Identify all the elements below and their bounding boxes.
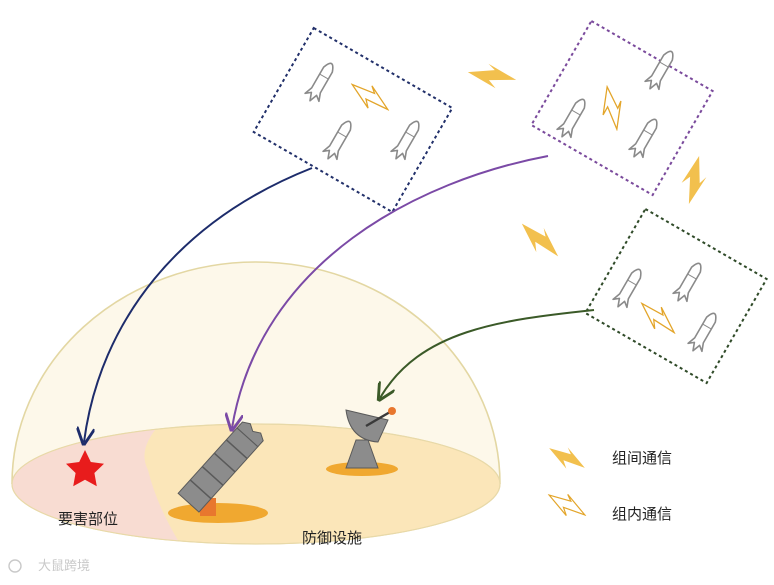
missile-icon	[626, 114, 664, 162]
watermark-text: 大鼠跨境	[38, 559, 90, 574]
group-1	[252, 26, 454, 214]
attack-arrow-2	[232, 155, 549, 428]
missile-icon	[302, 58, 340, 106]
lightning-icon	[633, 298, 683, 338]
lightning-icon	[346, 79, 394, 115]
missile-icon	[685, 308, 723, 356]
defense-label: 防御设施	[302, 529, 362, 547]
lightning-icon	[591, 83, 633, 133]
group-3	[584, 207, 768, 385]
missile-icon	[554, 94, 592, 142]
attack-arrow-1	[84, 167, 313, 442]
lightning-icon	[545, 490, 589, 520]
group-2	[530, 19, 714, 197]
launcher-icon	[168, 421, 268, 523]
attack-arrow-3	[380, 309, 595, 398]
missile-icon	[670, 258, 708, 306]
legend-inter-group: 组间通信	[612, 449, 672, 467]
group-1-boundary	[252, 26, 454, 214]
legend-intra-group: 组内通信	[612, 505, 672, 523]
key-site-label: 要害部位	[58, 510, 118, 528]
radar-icon	[326, 407, 398, 476]
missile-icon	[388, 116, 426, 164]
group-2-boundary	[530, 19, 714, 197]
legend: 组间通信 组内通信	[545, 443, 672, 523]
missile-icon	[320, 116, 358, 164]
lightning-icon	[513, 218, 567, 262]
lightning-icon	[679, 155, 709, 205]
watermark-logo-icon	[8, 559, 22, 573]
missile-icon	[610, 264, 648, 312]
lightning-icon	[467, 60, 517, 92]
watermark: 大鼠跨境	[8, 559, 90, 574]
lightning-icon	[545, 443, 589, 473]
group-3-boundary	[584, 207, 768, 385]
star-icon	[66, 450, 104, 487]
